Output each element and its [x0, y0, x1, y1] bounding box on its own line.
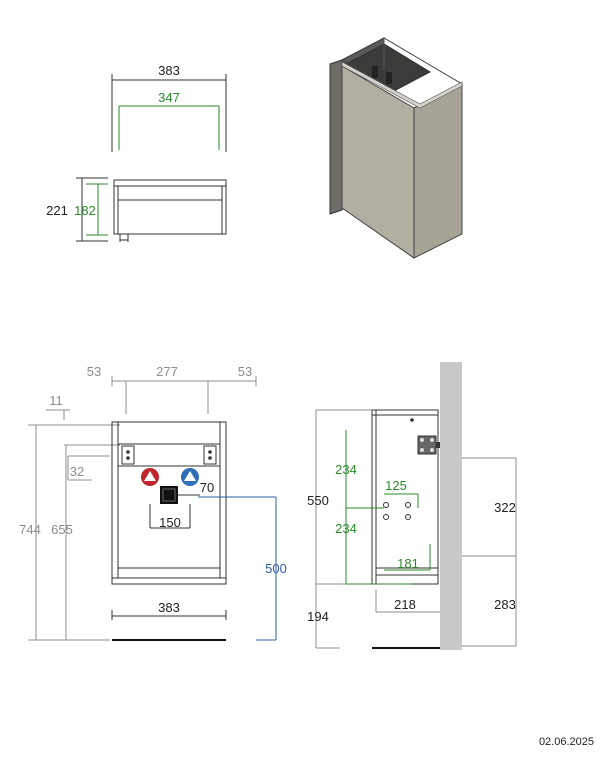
- dim-inner-width: 347: [158, 90, 180, 105]
- cabinet-3d-view: [329, 37, 464, 259]
- front-view: 53 277 53 11 744 655 32: [19, 364, 287, 641]
- dim-inner-height-top: 182: [74, 203, 96, 218]
- dim-total-height: 744: [19, 522, 41, 537]
- side-view: 234 234 125 181 550 194 218 322 283: [307, 362, 517, 650]
- dim-bracket-width: 125: [385, 478, 407, 493]
- wall: [440, 362, 462, 650]
- top-view: 383 347: [111, 63, 227, 152]
- dim-small-left: 11: [49, 393, 63, 408]
- dim-upper-left: 234: [335, 462, 357, 477]
- drain-icon: [160, 486, 178, 504]
- dim-inner-depth: 181: [397, 556, 419, 571]
- dim-outer-depth: 218: [394, 597, 416, 612]
- dim-total-height-top: 221: [46, 203, 68, 218]
- dim-drain-offset: 70: [200, 480, 214, 495]
- dim-outer-width: 383: [158, 63, 180, 78]
- dim-mid-height: 655: [51, 522, 73, 537]
- dim-wall-lower: 283: [494, 597, 516, 612]
- dim-small-offset: 32: [70, 464, 84, 479]
- dim-cabinet-height: 550: [307, 493, 329, 508]
- dim-bottom-width: 383: [158, 600, 180, 615]
- dim-lower-left: 234: [335, 521, 357, 536]
- date-stamp: 02.06.2025: [538, 736, 594, 748]
- dim-top-right: 53: [238, 364, 252, 379]
- dim-floor-gap: 194: [307, 609, 329, 624]
- dim-top-left: 53: [87, 364, 101, 379]
- basin-section-view: 221 182: [46, 177, 227, 242]
- dim-drain-height: 500: [265, 561, 287, 576]
- dim-top-mid: 277: [156, 364, 178, 379]
- dim-wall-upper: 322: [494, 500, 516, 515]
- dim-valve-spacing: 150: [159, 515, 181, 530]
